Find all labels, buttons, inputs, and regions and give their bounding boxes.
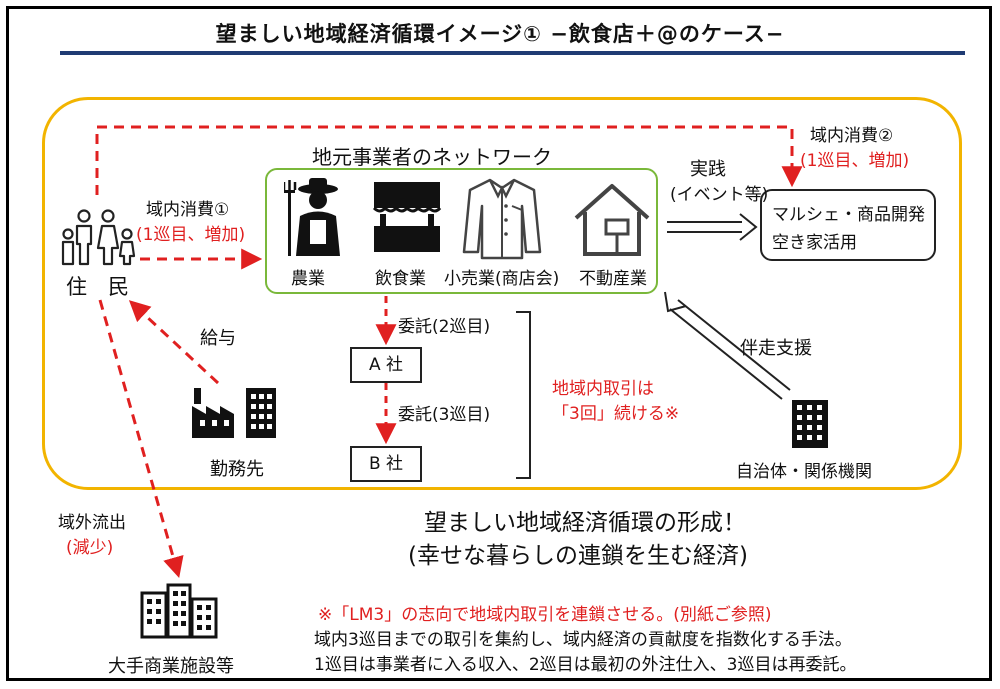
big-store-label: 大手商業施設等 [108,656,234,677]
practice-arrow [667,213,758,241]
consumption2-sub: (1巡目、増加) [800,151,910,171]
office-building-icon [792,400,828,448]
note-line3: 1巡目は事業者に入る収入、2巡目は最初の外注仕入、3巡目は再委託。 [314,655,857,675]
support-label: 伴走支援 [740,338,812,359]
workplace-label: 勤務先 [210,459,264,480]
consign2-label: 委託(2巡目) [398,317,491,337]
regional-economy-boundary [42,97,962,490]
outflow-label: 域外流出 [58,513,126,533]
marche-line2: 空き家活用 [772,233,857,253]
wage-arrow [128,300,220,385]
marche-line1: マルシェ・商品開発 [772,205,925,225]
network-item-restaurant: 飲食業 [375,269,426,289]
formation-line1: 望ましい地域経済循環の形成！ [424,510,746,536]
residents-label: 住 民 [66,275,129,299]
page-frame [6,6,992,681]
transaction-note-line1: 地域内取引は [552,379,654,399]
practice-label: 実践 [690,159,726,180]
note-line2: 域内3巡目までの取引を集約し、域内経済の貢献度を指数化する手法。 [314,630,852,650]
page-title: 望ましい地域経済循環イメージ① −飲食店＋@のケース− [215,22,785,46]
consumption1-sub: (1巡目、増加) [136,225,246,245]
consumption2-arrow [95,125,803,195]
network-item-real-estate: 不動産業 [579,269,647,289]
shop-icon [372,182,442,252]
note-line1: ※「LM3」の志向で地域内取引を連鎖させる。(別紙ご参照) [318,605,772,625]
shirt-icon [462,178,542,260]
transaction-note-line2: 「3回」続ける※ [552,404,680,424]
company-b-box: B 社 [350,446,422,482]
consign3-label: 委託(3巡目) [398,405,491,425]
wage-label: 給与 [200,328,236,349]
house-icon [574,184,650,256]
support-arrow [664,291,791,400]
network-title: 地元事業者のネットワーク [312,145,552,169]
practice-sub: (イベント等) [670,185,769,205]
network-box [265,168,658,294]
government-label: 自治体・関係機関 [736,462,872,482]
title-underline [60,51,965,55]
family-icon [61,209,136,266]
transaction-bracket [516,311,531,479]
marche-box [760,189,936,261]
consumption2-label: 域内消費② [810,126,894,146]
formation-line2: (幸せな暮らしの連鎖を生む経済) [408,543,748,569]
network-item-retail: 小売業(商店会) [444,269,560,289]
company-a-box: A 社 [350,347,422,383]
farmer-icon [284,178,340,256]
factory-icon [192,388,276,438]
network-item-agriculture: 農業 [291,269,325,289]
outflow-arrow [98,299,184,579]
consumption1-label: 域内消費① [146,200,230,220]
outflow-sub: (減少) [66,538,114,558]
city-buildings-icon [140,583,218,639]
